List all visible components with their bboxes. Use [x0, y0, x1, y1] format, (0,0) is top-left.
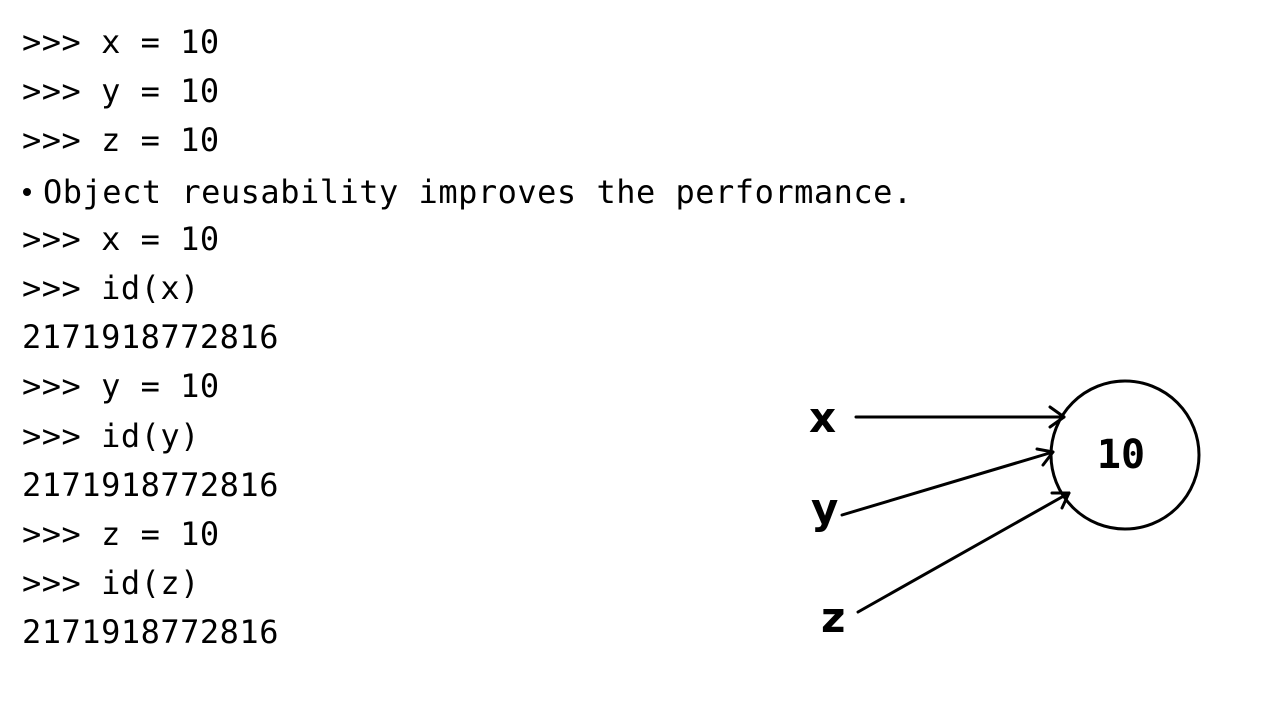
- object-value-label: 10: [1097, 432, 1145, 478]
- code-line: >>> id(y): [22, 416, 200, 455]
- code-line: >>> y = 10: [22, 367, 220, 406]
- reference-diagram: 10 x y z: [780, 360, 1240, 660]
- output-line: 2171918772816: [22, 465, 279, 504]
- bullet-icon: [23, 188, 31, 197]
- reference-diagram-svg: 10 x y z: [809, 379, 1201, 642]
- code-line: >>> z = 10: [22, 121, 220, 160]
- variable-x-label: x: [809, 393, 836, 442]
- code-line: >>> y = 10: [22, 72, 220, 111]
- bullet-text: Object reusability improves the performa…: [43, 173, 913, 212]
- code-line: >>> x = 10: [22, 23, 220, 61]
- arrow-y: [840, 447, 1055, 517]
- code-listing: >>> x = 10 >>> y = 10 >>> z = 10 Object …: [22, 20, 1002, 659]
- output-line: 2171918772816: [22, 318, 279, 357]
- arrow-x: [854, 405, 1066, 429]
- code-line: >>> id(z): [22, 564, 200, 603]
- code-line: >>> x = 10: [22, 219, 220, 258]
- output-line: 2171918772816: [22, 613, 279, 652]
- arrow-z: [856, 491, 1071, 614]
- bullet-point: Object reusability improves the performa…: [22, 168, 1002, 217]
- variable-z-label: z: [821, 593, 845, 642]
- code-line: >>> z = 10: [22, 514, 220, 553]
- variable-y-label: y: [811, 484, 838, 533]
- code-line: >>> id(x): [22, 268, 200, 307]
